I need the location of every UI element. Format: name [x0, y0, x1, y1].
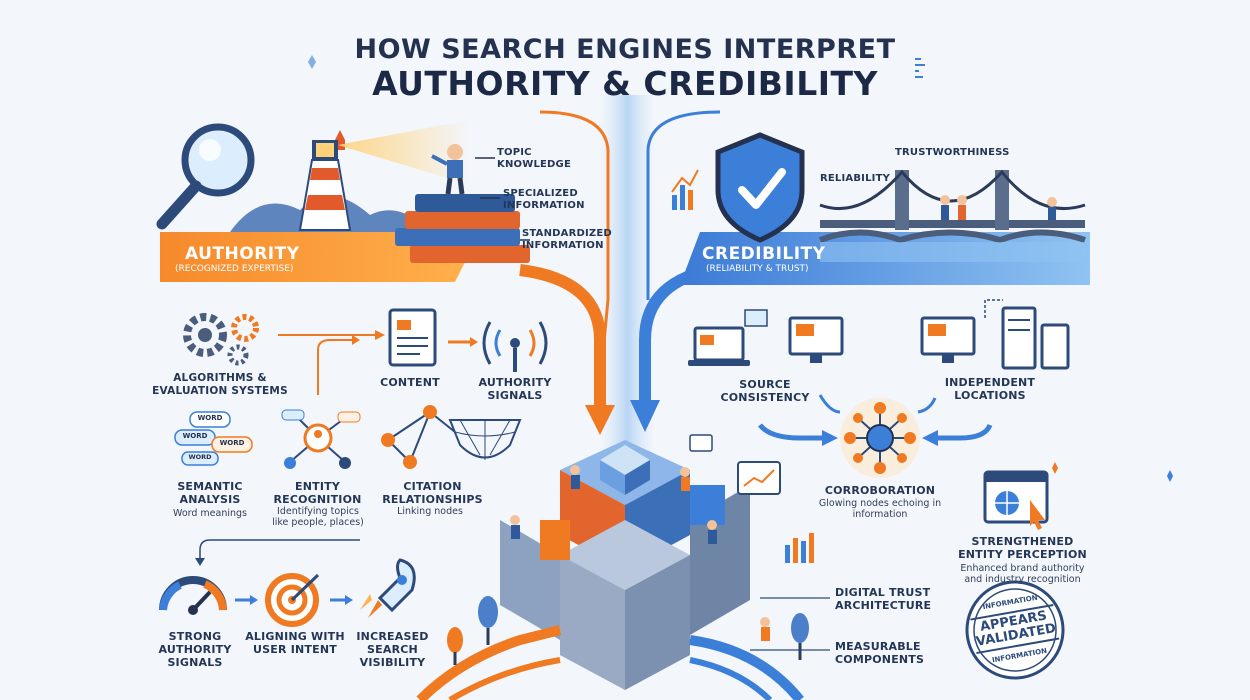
stamp-text-group: INFORMATION APPEARS VALIDATED INFORMATIO… — [959, 574, 1070, 685]
entity-perception-title: STRENGTHENED ENTITY PERCEPTION — [958, 535, 1087, 561]
browser-globe-icon — [983, 470, 1049, 530]
content-label: CONTENT — [380, 376, 440, 389]
user-intent-label: ALIGNING WITH USER INTENT — [245, 630, 345, 656]
source-consistency-label: SOURCE CONSISTENCY — [720, 378, 810, 404]
measurable-components-label: MEASURABLE COMPONENTS — [835, 640, 925, 666]
word-tag: WORD — [197, 414, 223, 422]
trustworthiness-label: TRUSTWORTHINESS — [895, 147, 1010, 158]
title-line-2: AUTHORITY & CREDIBILITY — [372, 64, 878, 103]
digital-trust-architecture-label: DIGITAL TRUST ARCHITECTURE — [835, 586, 932, 612]
citation-network-icon — [381, 405, 456, 469]
semantic-analysis-desc: Word meanings — [172, 508, 248, 519]
blue-pipe — [689, 635, 804, 700]
corroboration-title: CORROBORATION — [824, 484, 936, 497]
tree-icon — [478, 596, 498, 628]
orange-pipe — [416, 625, 562, 700]
word-tag: WORD — [182, 432, 208, 440]
decor-dots — [915, 58, 925, 78]
gears-icon — [183, 313, 227, 357]
book-stack-icon — [410, 245, 530, 263]
credibility-label: CREDIBILITY — [702, 244, 826, 264]
corroboration-network-icon — [840, 398, 920, 478]
target-icon — [265, 573, 320, 627]
title-line-1: HOW SEARCH ENGINES INTERPRET — [354, 34, 896, 65]
citation-relationships-desc: Linking nodes — [397, 506, 463, 517]
reliability-label: RELIABILITY — [820, 173, 891, 184]
entity-recognition-desc: Identifying topics like people, places) — [272, 506, 364, 528]
gauge-icon — [159, 576, 227, 615]
citation-relationships-title: CITATION RELATIONSHIPS — [382, 480, 483, 506]
floating-chart-card — [737, 461, 781, 495]
laptop-icon — [688, 326, 750, 366]
authority-signals-label: AUTHORITY SIGNALS — [478, 376, 552, 402]
person-icon — [447, 144, 463, 160]
entity-network-icon — [281, 409, 361, 469]
standardized-information-label: STANDARDIZED INFORMATION — [522, 228, 612, 251]
entity-recognition-title: ENTITY RECOGNITION — [273, 480, 362, 506]
blue-flow-line — [646, 110, 721, 300]
word-tag: WORD — [188, 453, 212, 461]
entity-perception-desc: Enhanced brand authority and industry re… — [960, 563, 1085, 585]
authority-sublabel: (RECOGNIZED EXPERTISE) — [175, 264, 294, 274]
strong-authority-signals-label: STRONG AUTHORITY SIGNALS — [158, 630, 232, 669]
authority-label: AUTHORITY — [185, 244, 300, 264]
shield-check-icon — [715, 132, 805, 243]
rocket-icon — [360, 558, 416, 618]
search-visibility-label: INCREASED SEARCH VISIBILITY — [356, 630, 429, 669]
algorithms-label: ALGORITHMS & EVALUATION SYSTEMS — [152, 372, 288, 397]
semantic-analysis-title: SEMANTIC ANALYSIS — [177, 480, 243, 506]
word-bubbles-icon — [174, 411, 253, 466]
specialized-information-label: SPECIALIZED INFORMATION — [503, 188, 585, 211]
orange-big-arrow — [519, 264, 606, 410]
validated-stamp — [965, 580, 1065, 680]
mini-bar-chart-icon — [672, 195, 677, 210]
central-puzzle-cube — [500, 440, 750, 690]
bridge-icon — [820, 220, 1085, 228]
authority-signal-icon — [510, 338, 520, 348]
monitor-icon — [788, 316, 844, 363]
independent-locations-label: INDEPENDENT LOCATIONS — [944, 376, 1036, 402]
corroboration-desc: Glowing nodes echoing in information — [818, 498, 942, 520]
credibility-sublabel: (RELIABILITY & TRUST) — [706, 264, 809, 274]
word-tag: WORD — [219, 439, 245, 447]
topic-knowledge-label: TOPIC KNOWLEDGE — [497, 147, 571, 170]
desktop-server-icon — [920, 306, 1070, 370]
web-net-icon — [448, 419, 522, 460]
